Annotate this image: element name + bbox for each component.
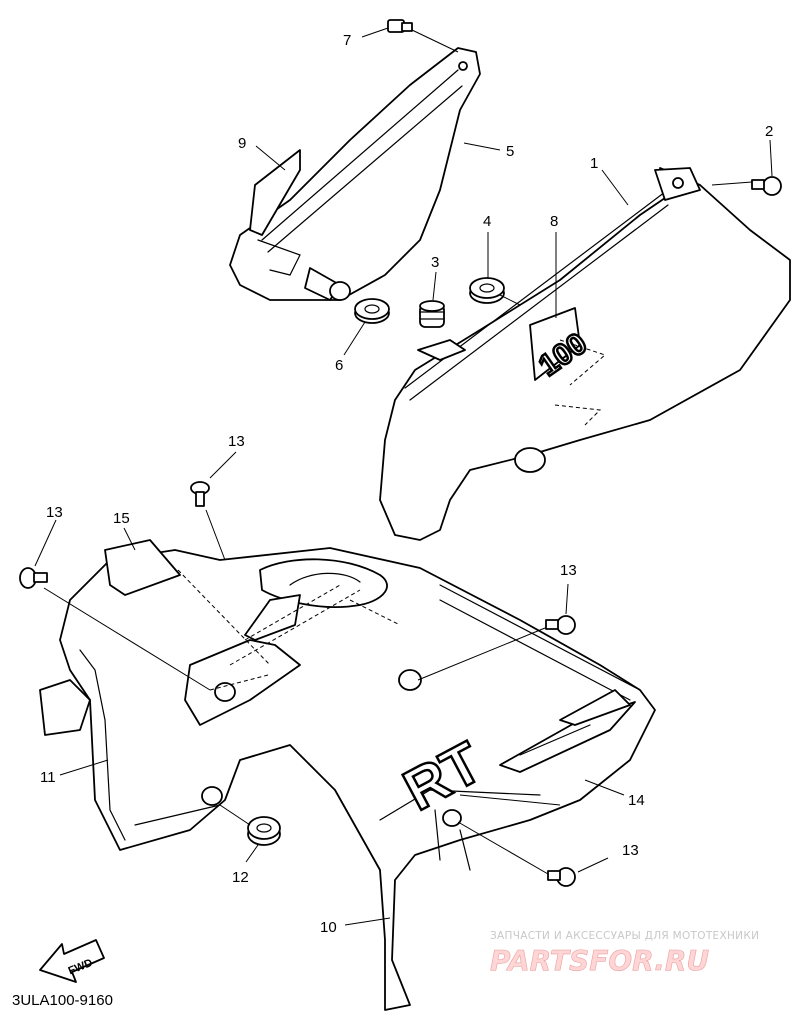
emblem-plate-14 [499,689,636,773]
grommet-4 [469,277,505,304]
watermark: ЗАПЧАСТИ И АКСЕССУАРЫ ДЛЯ МОТОТЕХНИКИ PA… [490,930,759,977]
callout-2: 2 [765,123,773,140]
watermark-brand: PARTSFOR.RU [490,944,709,977]
collar-12 [247,816,281,846]
bracket-15 [104,539,181,596]
callout-13-right-lower: 13 [622,842,639,859]
side-cover: 100 [379,167,791,541]
screw-13-right-upper [545,615,576,635]
callout-labels: 1 2 3 4 5 6 7 8 9 10 11 12 13 13 13 13 1… [40,32,773,936]
forward-direction-arrow: FWD [39,939,105,983]
callout-14: 14 [628,792,645,809]
callout-7: 7 [343,32,351,49]
callout-13-right-upper: 13 [560,562,577,579]
callout-9: 9 [238,135,246,152]
callout-4: 4 [483,213,491,230]
watermark-tagline: ЗАПЧАСТИ И АКСЕССУАРЫ ДЛЯ МОТОТЕХНИКИ [490,930,759,942]
screw-2 [751,176,782,196]
callout-10: 10 [320,919,337,936]
screw-13-top [190,481,210,507]
grommet-3 [419,300,445,328]
callout-12: 12 [232,869,249,886]
screw-13-right-lower [547,867,576,887]
callout-5: 5 [506,143,514,160]
side-cover-peg [417,339,466,361]
diagram-code: 3ULA100-9160 [12,992,113,1009]
callout-1: 1 [590,155,598,172]
inner-panel [229,47,481,301]
front-side-cover: RT [39,547,656,1011]
callout-13-top: 13 [228,433,245,450]
callout-3: 3 [431,254,439,271]
grommet-6 [354,298,390,324]
bolt-7 [387,19,413,33]
leader-lines [34,27,773,926]
screw-13-left [19,567,48,589]
callout-15: 15 [113,510,130,527]
callout-13-left: 13 [46,504,63,521]
callout-8: 8 [550,213,558,230]
callout-11: 11 [40,769,56,786]
callout-6: 6 [335,357,343,374]
